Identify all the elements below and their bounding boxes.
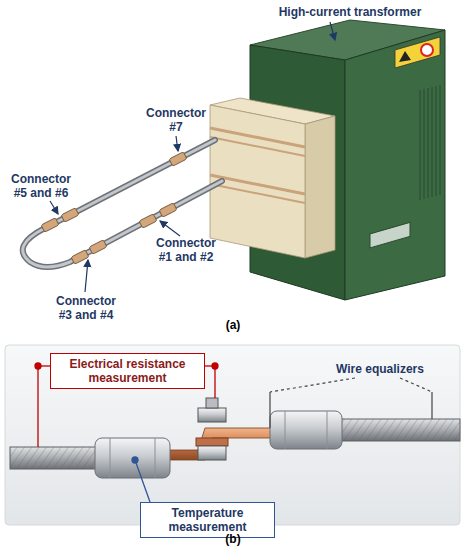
wire-connector [285, 411, 286, 449]
warning-sign [395, 37, 440, 68]
connector-symbol [71, 250, 89, 264]
callout-label: Connector #1 and #2 [150, 236, 222, 264]
measurement-box: Electrical resistance measurement [50, 353, 205, 389]
resistance-leader [214, 366, 215, 398]
wire-connector [110, 438, 111, 478]
transformer-body [420, 85, 440, 200]
warning-sign [395, 37, 440, 68]
wire-connector [270, 411, 342, 449]
transformer-body [370, 222, 410, 247]
leader-arrow [50, 201, 58, 214]
connector-symbol [89, 240, 107, 254]
closeup-background [5, 345, 460, 525]
transformer-body [424, 89, 425, 199]
wire-connector [95, 411, 342, 478]
temperature-leader [132, 457, 150, 502]
wire-connector [155, 438, 156, 478]
connector-symbol [159, 203, 177, 217]
wire-connector [95, 438, 170, 478]
stranded-cable [335, 419, 460, 441]
resistance-leader [212, 363, 218, 369]
resistance-leader [37, 366, 38, 447]
part-label: High-current transformer [250, 5, 450, 19]
callout-label: Connector #7 [140, 106, 212, 134]
temperature-leader [132, 457, 138, 463]
part-label: Wire equalizers [320, 362, 440, 376]
terminal-panel [210, 184, 305, 203]
transformer-body [440, 85, 441, 195]
stranded-cable [10, 419, 460, 469]
bolt [196, 438, 228, 446]
connector-symbol [61, 208, 79, 222]
terminal-panel [305, 116, 335, 258]
transformer-body [436, 86, 437, 196]
equalizer-leader [269, 392, 270, 428]
bolt [206, 398, 218, 408]
resistance-leader [35, 363, 41, 369]
leader-arrow [50, 22, 335, 292]
bolt [198, 446, 226, 460]
equalizer-leader [400, 378, 432, 392]
terminal-panel [210, 175, 305, 194]
transformer-body [428, 88, 429, 198]
panel-label: (a) [213, 318, 253, 332]
copper-bar [165, 428, 282, 460]
stranded-cable [10, 447, 105, 469]
stranded-cable [335, 419, 460, 441]
leader-arrow [85, 260, 88, 292]
temperature-leader [135, 460, 150, 502]
connector-symbol [169, 152, 187, 166]
connector-symbol [139, 214, 157, 228]
conductor-loop [23, 140, 222, 267]
terminal-panel [210, 128, 305, 147]
terminal-panel [210, 137, 305, 156]
equalizer-leader [270, 378, 355, 392]
panel-label: (b) [213, 532, 253, 546]
conductor-loop [23, 140, 222, 267]
warning-sign [421, 44, 433, 56]
terminal-panel [210, 98, 335, 258]
callout-label: Connector #5 and #6 [5, 172, 77, 200]
transformer-body [345, 30, 445, 300]
leader-arrow [330, 22, 335, 40]
callout-label: Connector #3 and #4 [50, 294, 122, 322]
bolt [196, 398, 228, 460]
warning-sign [399, 51, 411, 62]
conductor-loop [23, 140, 222, 267]
transformer-body [432, 87, 433, 197]
transformer-body [420, 90, 421, 200]
equalizer-leader [431, 392, 432, 419]
wire-connector [327, 411, 328, 449]
copper-bar [165, 428, 282, 460]
box-text: Electrical resistance measurement [55, 357, 200, 385]
equalizer-leader [270, 378, 432, 428]
bolt [198, 408, 226, 422]
stranded-cable [10, 447, 105, 469]
box-text: Temperature measurement [145, 506, 270, 534]
closeup-background [5, 345, 460, 525]
leader-arrow [160, 221, 180, 236]
leader-arrow [176, 136, 178, 151]
measurement-box: Temperature measurement [140, 502, 275, 538]
connector-symbol [41, 218, 59, 232]
